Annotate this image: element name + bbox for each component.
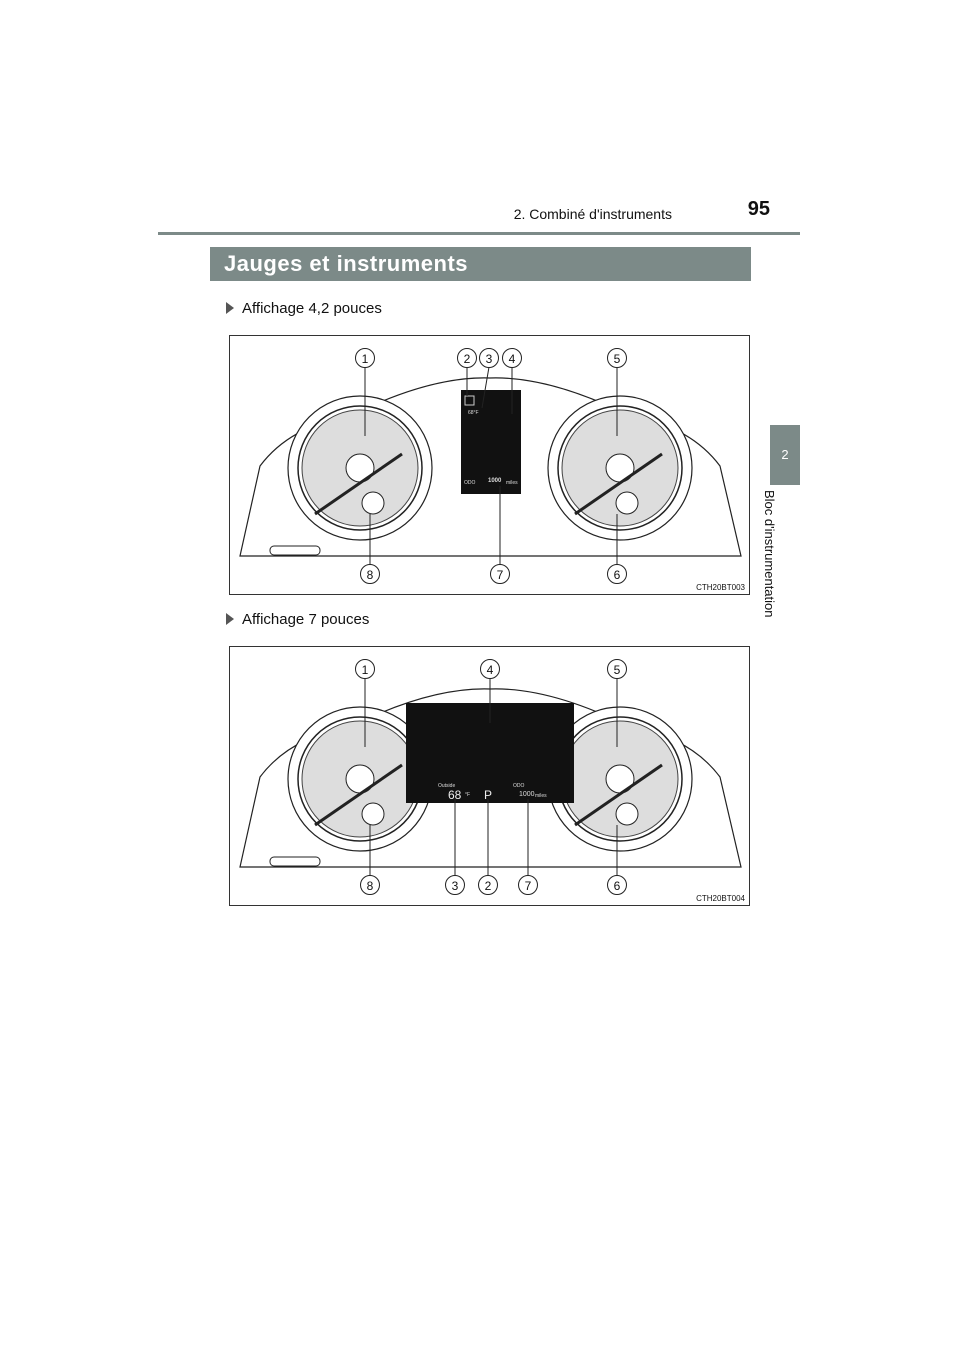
chapter-side-title: Bloc d'instrumentation: [755, 490, 815, 640]
chapter-side-title-text: Bloc d'instrumentation: [762, 490, 777, 618]
speedometer: [287, 395, 433, 541]
tachometer: [547, 395, 693, 541]
callout-3: 3: [479, 348, 499, 368]
callout-2: 2: [478, 875, 498, 895]
figure-1: 68°F ODO 1000 miles 1 2 3 4 5 8 7 6 CTH2…: [229, 335, 750, 595]
cluster-illustration-2: [239, 678, 742, 875]
callout-8: 8: [360, 875, 380, 895]
section-title: Jauges et instruments: [210, 247, 751, 281]
indicator-strip: [269, 545, 321, 556]
temp-readout: 68: [448, 788, 462, 802]
figure-caption-1: Affichage 4,2 pouces: [226, 300, 382, 317]
gear-indicator: P: [484, 788, 493, 802]
chapter-heading: 2. Combiné d'instruments: [513, 206, 672, 222]
callout-5: 5: [607, 348, 627, 368]
callout-7: 7: [490, 564, 510, 584]
odo-label: ODO: [513, 783, 525, 789]
arrow-icon: [226, 613, 234, 625]
header-rule: [158, 232, 800, 235]
figure-caption-2-text: Affichage 7 pouces: [242, 611, 370, 628]
callout-7: 7: [518, 875, 538, 895]
shift-indicator-icon: [464, 395, 475, 406]
chapter-tab: 2: [770, 425, 800, 485]
callout-1: 1: [355, 659, 375, 679]
outside-label: Outside: [438, 783, 456, 789]
callout-6: 6: [607, 564, 627, 584]
indicator-strip: [269, 856, 321, 867]
temp-unit: °F: [465, 792, 471, 798]
odo-value: 1000: [519, 791, 535, 798]
page-number: 95: [747, 198, 770, 220]
callout-5: 5: [607, 659, 627, 679]
arrow-icon: [226, 302, 234, 314]
figure-2: Outside 68 °F P ODO 1000 miles 1 4 5 8 3…: [229, 646, 750, 906]
callout-1: 1: [355, 348, 375, 368]
figure-code-2: CTH20BT004: [696, 894, 745, 903]
odo-unit: miles: [535, 793, 547, 799]
temp-readout: 68°F: [468, 410, 479, 416]
figure-code-1: CTH20BT003: [696, 583, 745, 592]
callout-4: 4: [502, 348, 522, 368]
odo-value: 1000: [488, 478, 502, 484]
callout-2: 2: [457, 348, 477, 368]
figure-caption-1-text: Affichage 4,2 pouces: [242, 300, 382, 317]
speedometer: [287, 706, 433, 852]
odo-unit: miles: [506, 480, 518, 486]
figure-caption-2: Affichage 7 pouces: [226, 611, 369, 628]
cluster-illustration-1: [239, 366, 742, 564]
tachometer: [547, 706, 693, 852]
callout-8: 8: [360, 564, 380, 584]
callout-6: 6: [607, 875, 627, 895]
odo-label: ODO: [464, 480, 476, 486]
multi-info-display-4-2: [461, 390, 521, 494]
callout-4: 4: [480, 659, 500, 679]
callout-3: 3: [445, 875, 465, 895]
